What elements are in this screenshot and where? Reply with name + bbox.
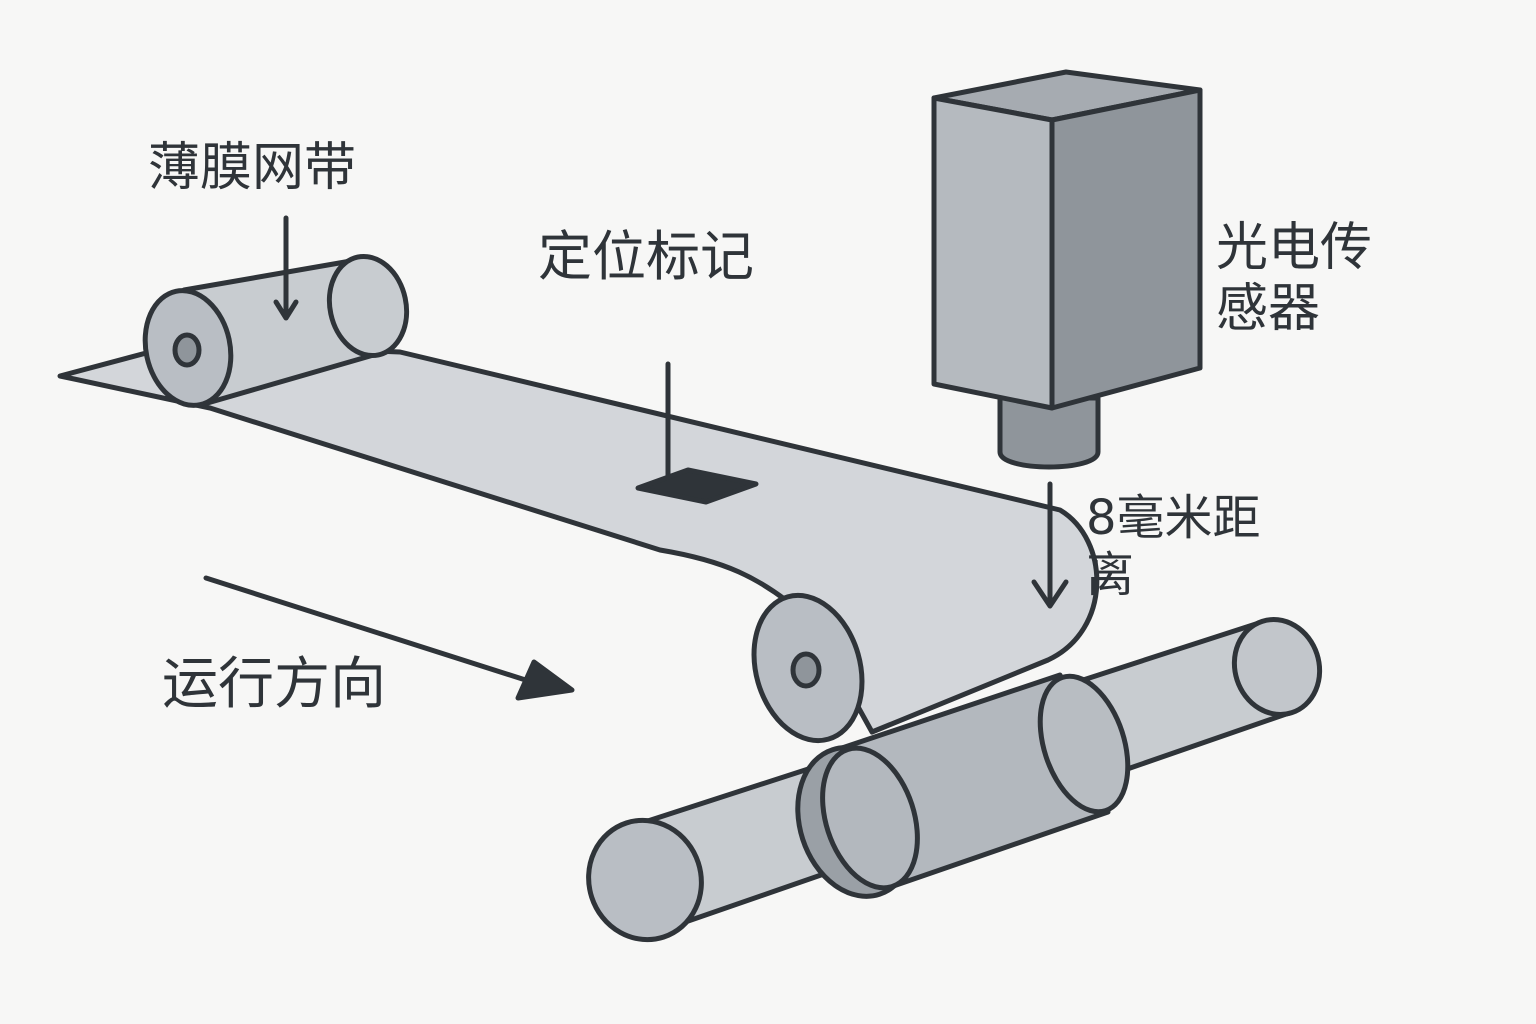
guide-roller — [751, 592, 865, 744]
shaft-left-end — [586, 817, 704, 943]
distance-arrow — [1031, 481, 1069, 609]
registration-mark-label: 定位标记 — [538, 225, 754, 288]
film-roll-icon — [142, 253, 410, 408]
registration-mark-icon — [635, 467, 759, 505]
sensor-front — [931, 95, 1055, 411]
film-web-leader-arrow — [273, 215, 299, 321]
shaft-right-end — [1231, 617, 1323, 717]
collar-right-end — [1037, 673, 1131, 815]
sensor-lens — [997, 395, 1101, 470]
photoelectric-sensor-icon — [931, 69, 1203, 470]
direction-label: 运行方向 — [162, 652, 386, 717]
direction-arrow-icon — [203, 575, 575, 701]
distance-label-line2: 离 — [1086, 546, 1135, 603]
sensor-label: 光电传 感器 — [1216, 218, 1372, 341]
distance-label-line1: 8毫米距 — [1086, 490, 1261, 546]
shaft-collar — [795, 672, 1131, 899]
sensor-label-line2: 感器 — [1216, 279, 1321, 340]
sensor-side — [1049, 87, 1203, 411]
sensor-label-line1: 光电传 — [1216, 218, 1373, 278]
film-web-label: 薄膜网带 — [148, 138, 357, 198]
distance-label: 8毫米距 离 — [1086, 490, 1261, 603]
